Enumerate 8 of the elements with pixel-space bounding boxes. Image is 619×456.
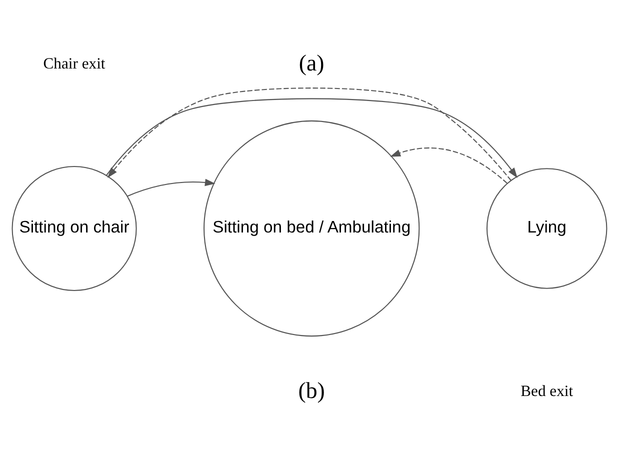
arrow	[106, 98, 518, 178]
label: Bed exit	[520, 382, 574, 400]
label: Chair exit	[43, 55, 106, 72]
arrow	[107, 87, 512, 180]
label: (a)	[298, 50, 324, 76]
arrow	[127, 178, 216, 196]
arrow	[390, 147, 508, 184]
label: (b)	[298, 377, 325, 402]
